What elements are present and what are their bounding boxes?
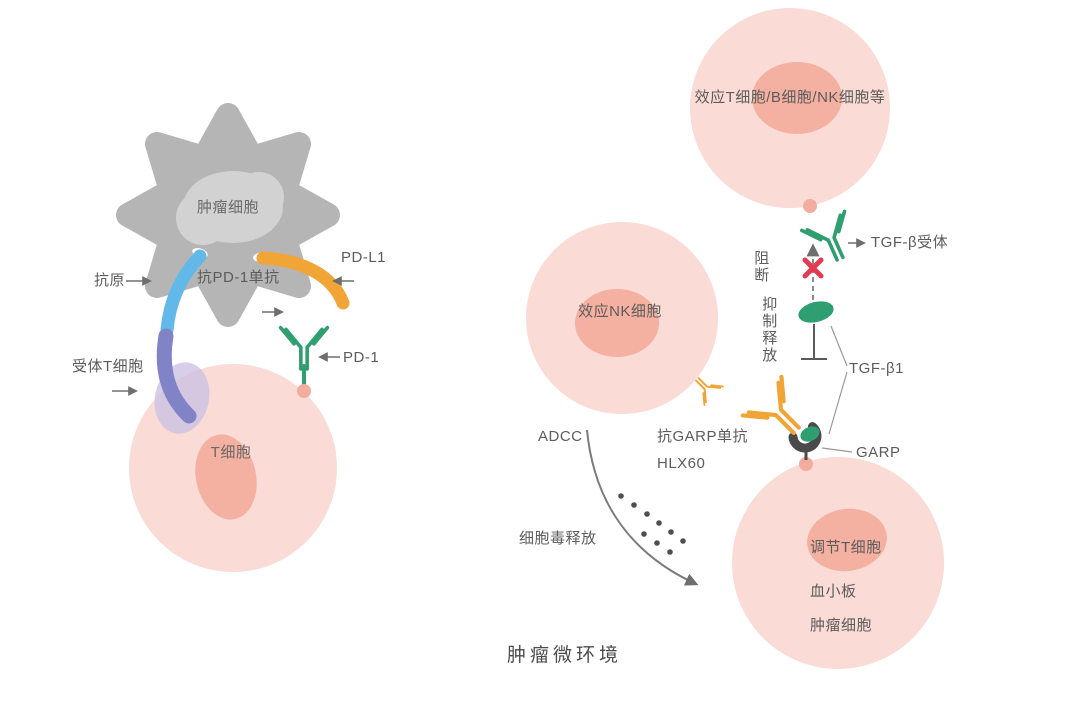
inhibition-tbar-icon (801, 324, 827, 360)
anti-pd1-antibody-icon (278, 325, 330, 371)
effector-cells-shape (690, 8, 890, 213)
pd-l1-label: PD-L1 (341, 249, 387, 266)
tumor-cell-label: 肿瘤细胞 (196, 199, 260, 216)
effector-cells-label: 效应T细胞/B细胞/NK细胞等 (694, 89, 886, 106)
tgf-beta-receptor-label: TGF-β受体 (871, 234, 949, 251)
tcr-shape (156, 328, 197, 424)
tgf-beta1-label: TGF-β1 (849, 360, 904, 377)
figure-title: 肿瘤微环境 (507, 645, 623, 666)
block-label: 阻断 (752, 250, 770, 284)
t-cell-receptor-label: 受体T细胞 (72, 358, 144, 375)
tgfb-receptor-antibody-icon (799, 209, 864, 270)
garp-receptor-shape (788, 422, 822, 460)
effector-nk-shape (526, 222, 718, 414)
drug-name-label: HLX60 (657, 455, 706, 472)
antigen-label: 抗原 (94, 272, 126, 289)
tgfb1-leader-lines (828, 325, 848, 435)
effector-nk-cell-label: 效应NK细胞 (578, 303, 662, 320)
tumor-cell-shape (116, 103, 340, 327)
cytotoxin-release-label: 细胞毒释放 (519, 530, 597, 547)
adcc-arrow (586, 429, 699, 586)
regulatory-t-cell-label: 调节T细胞 (810, 539, 882, 556)
left-annotation-arrows (112, 276, 354, 396)
antigen-shape (160, 249, 207, 337)
pd1-receptor-shape (297, 364, 311, 398)
block-x-icon (802, 257, 824, 279)
pdl1-shape (256, 251, 350, 310)
garp-label: GARP (856, 444, 901, 461)
tgfb1-molecule (798, 301, 834, 323)
anti-pd1-mab-label: 抗PD-1单抗 (197, 269, 280, 286)
pd-1-label: PD-1 (343, 349, 380, 366)
anti-garp-mab-label: 抗GARP单抗 (657, 428, 749, 445)
cytotoxin-dots (618, 493, 686, 555)
garp-leader-line (821, 447, 853, 453)
treg-cell-shape (732, 457, 944, 669)
adcc-label: ADCC (538, 428, 583, 445)
platelet-label: 血小板 (810, 583, 857, 600)
t-cell-label: T细胞 (210, 444, 252, 461)
tumor-cell-2-label: 肿瘤细胞 (810, 617, 873, 634)
inhibit-release-label: 抑制释放 (760, 296, 778, 364)
